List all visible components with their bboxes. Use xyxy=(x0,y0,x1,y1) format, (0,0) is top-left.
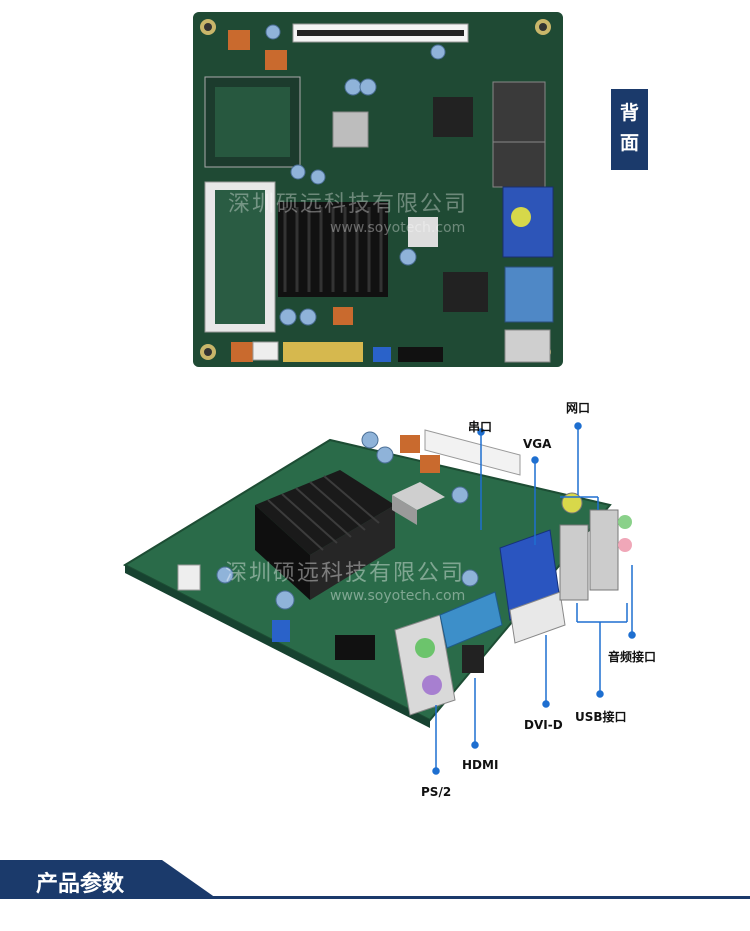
watermark-bottom: 深圳硕远科技有限公司 xyxy=(225,561,466,586)
callout-lan-label: 网口 xyxy=(566,401,591,415)
side-label-line-1: 背 xyxy=(619,102,639,124)
motherboard-back-illustration xyxy=(193,12,563,367)
section-header-bar xyxy=(0,860,750,899)
callout-hdmi-label: HDMI xyxy=(462,758,499,772)
watermark-top-site: www.soyotech.com xyxy=(330,220,466,236)
back-side-label: 背 面 xyxy=(611,89,648,170)
watermark-top: 深圳硕远科技有限公司 xyxy=(228,192,469,217)
callout-vga-label: VGA xyxy=(523,437,552,451)
callout-serial-label: 串口 xyxy=(468,420,493,434)
callout-dvid-label: DVI-D xyxy=(524,718,563,732)
section-title: 产品参数 xyxy=(36,872,125,897)
callout-usb-label: USB接口 xyxy=(575,710,627,724)
side-label-line-2: 面 xyxy=(619,132,639,154)
motherboard-iso-illustration xyxy=(122,422,636,775)
callout-audio-label: 音频接口 xyxy=(608,650,657,664)
watermark-bottom-site: www.soyotech.com xyxy=(330,588,466,604)
callout-ps2-label: PS/2 xyxy=(421,785,452,799)
motherboard-back-photo xyxy=(193,12,563,367)
